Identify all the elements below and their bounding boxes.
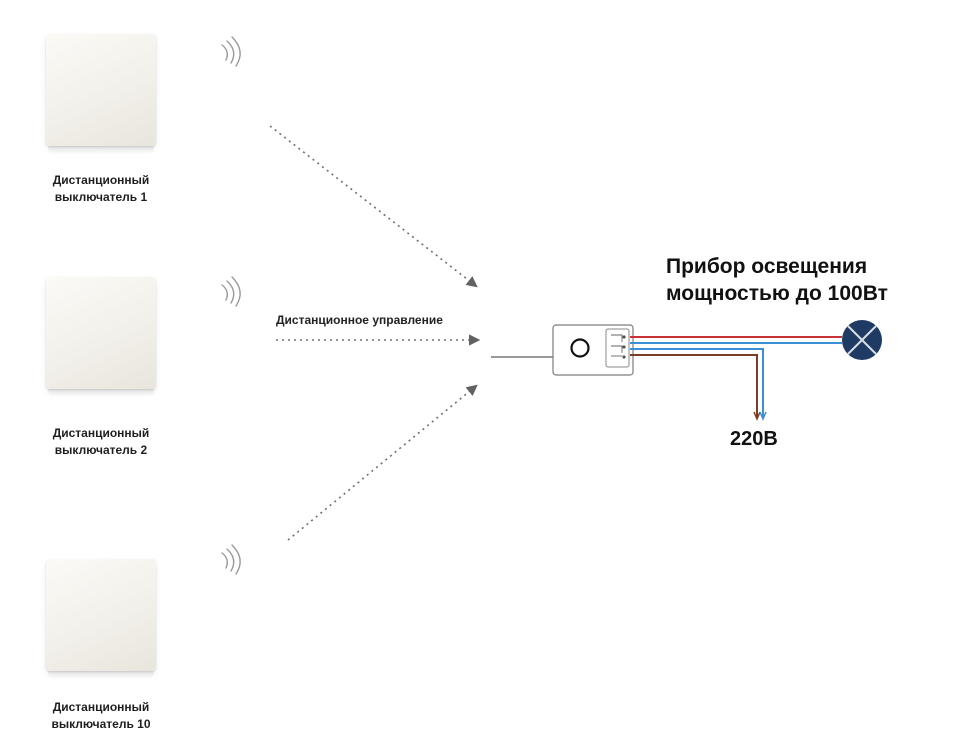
signal-arrow-1 xyxy=(269,125,478,288)
wire-end-blue xyxy=(759,411,767,421)
switch-label-1: Дистанционный выключатель 1 xyxy=(26,172,176,206)
remote-switch-1 xyxy=(46,34,156,154)
wires xyxy=(630,336,842,421)
remote-switch-10 xyxy=(46,559,156,679)
lamp-icon xyxy=(842,320,882,360)
lamp-label-line2: мощностью до 100Вт xyxy=(666,282,888,305)
switch-label-10-line2: выключатель 10 xyxy=(51,717,151,731)
switch-label-2-line1: Дистанционный xyxy=(52,426,150,440)
wire-blue-supply xyxy=(630,348,764,417)
wireless-signal-icon xyxy=(221,36,241,67)
switch-label-1-line1: Дистанционный xyxy=(52,173,150,187)
switch-label-1-line2: выключатель 1 xyxy=(54,190,148,204)
voltage-label: 220В xyxy=(730,428,778,450)
receiver-button xyxy=(570,338,590,358)
switch-label-10-line1: Дистанционный xyxy=(52,700,150,714)
switch-label-2-line2: выключатель 2 xyxy=(54,443,148,457)
switch-label-10: Дистанционный выключатель 10 xyxy=(26,699,176,733)
receiver-module xyxy=(491,324,634,376)
switch-label-2: Дистанционный выключатель 2 xyxy=(26,425,176,459)
signal-arrow-3 xyxy=(287,384,478,541)
wireless-signal-icon xyxy=(221,544,241,575)
wire-end-brown xyxy=(753,411,761,421)
wireless-signal-icon xyxy=(221,276,241,307)
remote-control-label: Дистанционное управление xyxy=(276,313,443,327)
lamp-label-line1: Прибор освещения xyxy=(666,255,868,278)
wire-brown-supply xyxy=(630,354,758,417)
lamp-label: Прибор освещения мощностью до 100Вт xyxy=(666,253,888,307)
remote-switch-2 xyxy=(46,277,156,397)
